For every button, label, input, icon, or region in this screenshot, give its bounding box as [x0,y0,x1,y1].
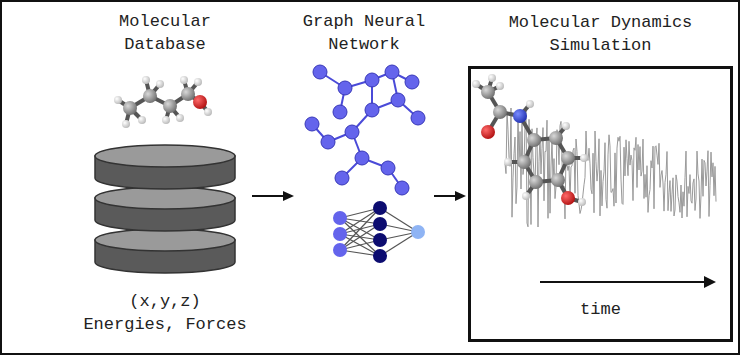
simulation-panel: Molecular Dynamics Simulationtime [468,66,733,342]
time-axis [540,276,716,288]
flow-arrow [252,191,294,201]
nn-neurons [333,201,425,263]
column-heading: Graph Neural Network [296,10,432,56]
graph-edges [312,72,418,188]
column-node: Molecular Database (x,y,z) Energies, Forc… [80,10,250,335]
atoms-db [114,76,212,128]
flow-arrow [434,191,466,201]
database-disks [95,145,235,273]
graph-nodes [305,65,425,195]
molecule-md [476,78,584,202]
nn-links [340,208,418,256]
atoms-md [472,74,588,206]
node-label: time [541,298,661,321]
column-node: Graph Neural Network [296,10,432,270]
column-heading: Molecular Database [95,10,235,56]
node-label: (x,y,z) Energies, Forces [81,290,249,336]
column-heading: Molecular Dynamics Simulation [496,11,706,57]
energy-trace [505,108,716,227]
molecule-db [118,80,208,124]
